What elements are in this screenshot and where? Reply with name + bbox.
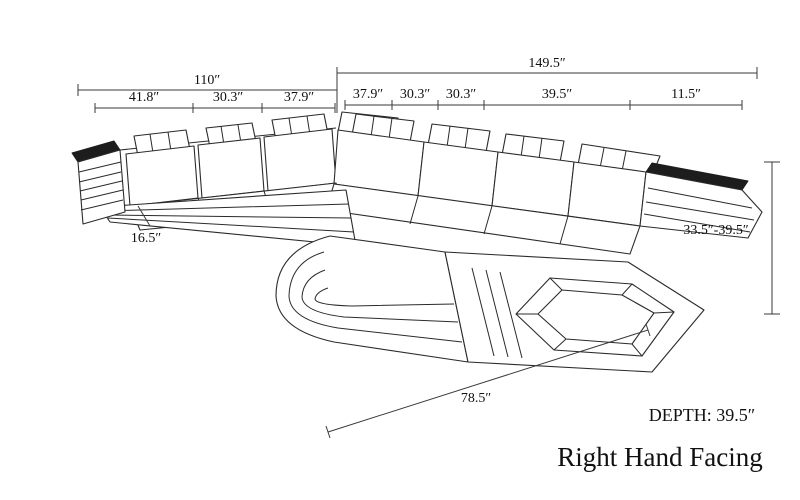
dim-label-segment: 37.9″ [353, 87, 384, 102]
back-cushion [567, 161, 647, 227]
dim-label-segment: 37.9″ [284, 90, 315, 105]
back-cushion [417, 141, 499, 207]
dim-label-overall-right: 149.5″ [528, 56, 566, 71]
dim-label-segment: 30.3″ [446, 87, 477, 102]
back-cushion [263, 128, 337, 192]
chaise [275, 235, 469, 363]
pillow-fold-lines [520, 135, 543, 160]
left-arm [77, 149, 126, 225]
dim-label-segment: 11.5″ [671, 87, 701, 102]
right-arm [639, 171, 763, 239]
back-cushion [197, 137, 265, 199]
dim-label-segment: 41.8″ [129, 90, 160, 105]
dim-line-front-width [325, 323, 651, 439]
dim-label-segment: 30.3″ [400, 87, 431, 102]
pillow-fold-lines [149, 131, 172, 154]
hex-corner-lines [516, 277, 675, 357]
dim-label-height-range: 33.5″-39.5″ [683, 223, 748, 238]
depth-note: DEPTH: 39.5″ [649, 405, 756, 425]
base-stripes [102, 203, 355, 233]
pillow-fold-lines [599, 147, 627, 172]
dim-label-overall-left: 110″ [194, 73, 220, 88]
dimension-labels: 110″ 149.5″ 41.8″ 30.3″ 37.9″ 37.9″ 30.3… [129, 56, 763, 472]
leader-line-base-height [137, 205, 151, 227]
dim-line-left-segments [94, 103, 336, 113]
slab-slats [471, 267, 523, 359]
orientation-title: Right Hand Facing [557, 442, 762, 472]
right-arm-slats [643, 187, 755, 233]
pillow-fold-lines [446, 125, 469, 150]
left-arm-slats [78, 161, 124, 211]
dim-line-right-segments [344, 100, 743, 110]
dim-line-overall-left [77, 84, 337, 96]
sofa-line-art [71, 111, 763, 373]
pillow-fold-lines [370, 115, 393, 140]
back-cushion [491, 151, 575, 217]
dimension-lines [77, 67, 780, 439]
dim-label-segment: 30.3″ [213, 90, 244, 105]
chaise-stripes [288, 251, 463, 343]
seat-seams [409, 195, 569, 245]
dim-line-height [764, 161, 780, 315]
back-cushion [125, 145, 199, 207]
dim-line-overall-right [336, 67, 758, 113]
dim-label-front-width: 78.5″ [461, 391, 492, 406]
dim-label-segment: 39.5″ [542, 87, 573, 102]
dim-label-base-height: 16.5″ [131, 231, 162, 246]
